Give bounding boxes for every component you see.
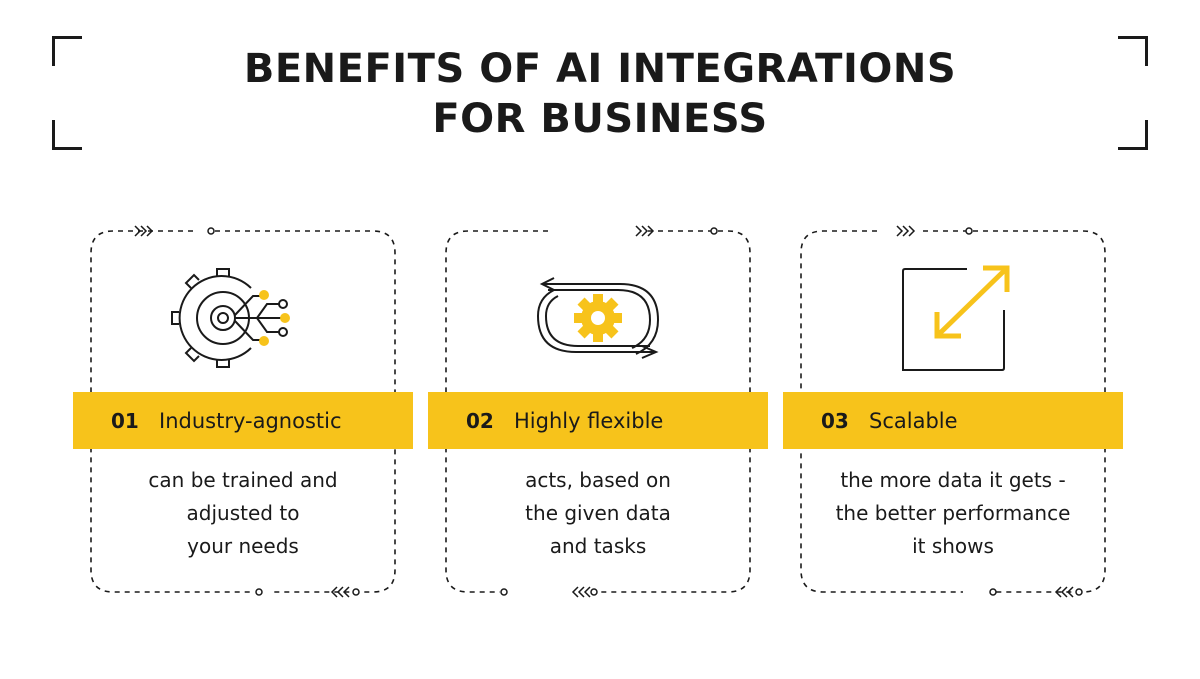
benefit-description: the more data it gets - the better perfo… [803, 464, 1103, 563]
benefit-number: 03 [821, 408, 849, 433]
benefit-card-3: 03 Scalable the more data it gets - the … [783, 220, 1123, 610]
description-line: the given data [525, 501, 671, 525]
benefit-description: acts, based on the given data and tasks [448, 464, 748, 563]
benefit-card-1: 01 Industry-agnostic can be trained and … [73, 220, 413, 610]
benefit-number: 01 [111, 408, 139, 433]
benefit-name: Scalable [869, 408, 958, 433]
benefit-name: Highly flexible [514, 408, 664, 433]
description-line: it shows [912, 534, 994, 558]
corner-bracket-bottom-right [1118, 120, 1148, 150]
description-line: acts, based on [525, 468, 671, 492]
benefit-card-2: 02 Highly flexible acts, based on the gi… [428, 220, 768, 610]
corner-bracket-top-left [52, 36, 82, 66]
cycle-gear-icon [536, 277, 660, 359]
benefit-name: Industry-agnostic [159, 408, 342, 433]
description-line: and tasks [549, 534, 647, 558]
title-line-1: BENEFITS OF AI INTEGRATIONS [243, 46, 957, 92]
corner-bracket-top-right [1118, 36, 1148, 66]
title-line-2: FOR BUSINESS [432, 96, 768, 142]
corner-bracket-bottom-left [52, 120, 82, 150]
page-title: BENEFITS OF AI INTEGRATIONS FOR BUSINESS [150, 44, 1050, 144]
description-line: the more data it gets - [840, 468, 1066, 492]
benefit-band-1: 01 Industry-agnostic [73, 392, 413, 449]
description-line: the better performance [835, 501, 1071, 525]
benefit-band-3: 03 Scalable [783, 392, 1123, 449]
expand-arrows-icon [902, 265, 1010, 371]
benefit-band-2: 02 Highly flexible [428, 392, 768, 449]
gear-circuit-icon [171, 268, 290, 368]
description-line: adjusted to [186, 501, 300, 525]
benefit-description: can be trained and adjusted to your need… [93, 464, 393, 563]
description-line: your needs [187, 534, 299, 558]
benefit-number: 02 [466, 408, 494, 433]
description-line: can be trained and [148, 468, 338, 492]
